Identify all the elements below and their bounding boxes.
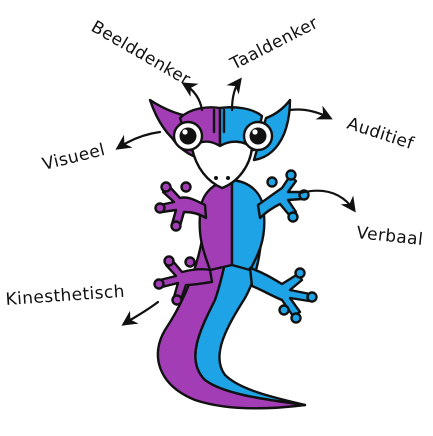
label-kinesthetisch: Kinesthetisch bbox=[5, 282, 126, 310]
gecko-head bbox=[148, 98, 292, 190]
arrow-auditief bbox=[288, 105, 333, 120]
gecko-icon bbox=[148, 98, 318, 410]
label-beelddenker: Beelddenker bbox=[88, 17, 194, 90]
gecko-front-left-leg bbox=[154, 181, 208, 232]
label-auditief: Auditief bbox=[344, 114, 416, 155]
label-taaldenker: Taaldenker bbox=[226, 13, 321, 75]
arrows bbox=[115, 77, 356, 326]
arrow-kinesthetisch bbox=[121, 300, 160, 326]
arrow-taaldenker bbox=[226, 77, 242, 112]
arrow-verbaal bbox=[298, 189, 356, 213]
gecko-front-right-leg bbox=[256, 169, 310, 223]
label-visueel: Visueel bbox=[40, 140, 107, 175]
gecko-back-left-leg bbox=[153, 255, 214, 306]
arrow-visueel bbox=[115, 130, 162, 150]
arrow-beelddenker bbox=[181, 82, 204, 112]
gecko-back-right-leg bbox=[248, 266, 318, 324]
gecko-body-left bbox=[198, 178, 234, 272]
label-verbaal: Verbaal bbox=[355, 223, 424, 250]
